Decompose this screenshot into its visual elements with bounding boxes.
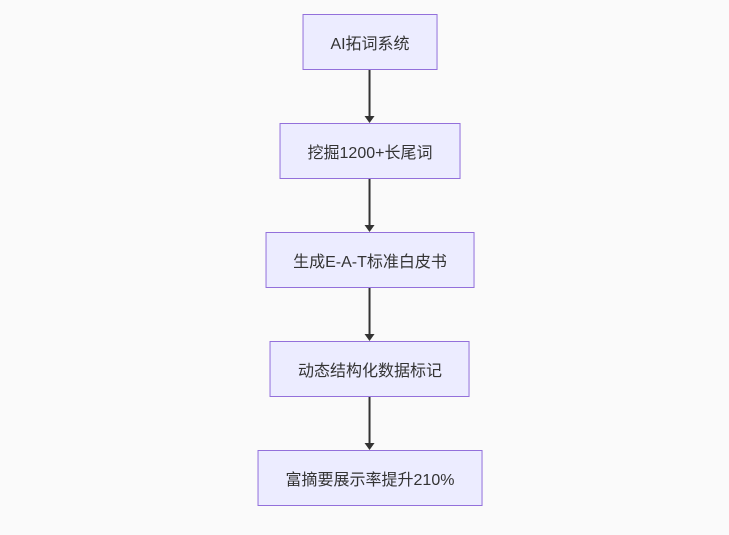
flow-node-ai-word-expansion-system: AI拓词系统: [302, 14, 438, 70]
arrow-line: [369, 288, 371, 334]
arrow-head-icon: [365, 334, 375, 341]
flow-arrow-4: [365, 397, 375, 450]
flow-node-label: 动态结构化数据标记: [297, 363, 442, 380]
flow-node-label: 生成E-A-T标准白皮书: [293, 254, 447, 271]
flow-node-eat-whitepaper: 生成E-A-T标准白皮书: [265, 232, 475, 288]
flow-arrow-3: [365, 288, 375, 341]
flow-node-longtail-keywords: 挖掘1200+长尾词: [279, 123, 461, 179]
flowchart: AI拓词系统 挖掘1200+长尾词 生成E-A-T标准白皮书 动态结构化数据标记…: [257, 14, 483, 506]
arrow-line: [369, 70, 371, 116]
flow-node-label: 挖掘1200+长尾词: [307, 145, 433, 162]
flow-node-label: AI拓词系统: [330, 36, 410, 53]
arrow-line: [369, 397, 371, 443]
flow-node-structured-data-markup: 动态结构化数据标记: [269, 341, 470, 397]
arrow-head-icon: [365, 443, 375, 450]
arrow-head-icon: [365, 225, 375, 232]
arrow-line: [369, 179, 371, 225]
arrow-head-icon: [365, 116, 375, 123]
flow-arrow-2: [365, 179, 375, 232]
flow-node-label: 富摘要展示率提升210%: [285, 472, 455, 489]
flow-node-rich-snippet-rate: 富摘要展示率提升210%: [257, 450, 483, 506]
flow-arrow-1: [365, 70, 375, 123]
